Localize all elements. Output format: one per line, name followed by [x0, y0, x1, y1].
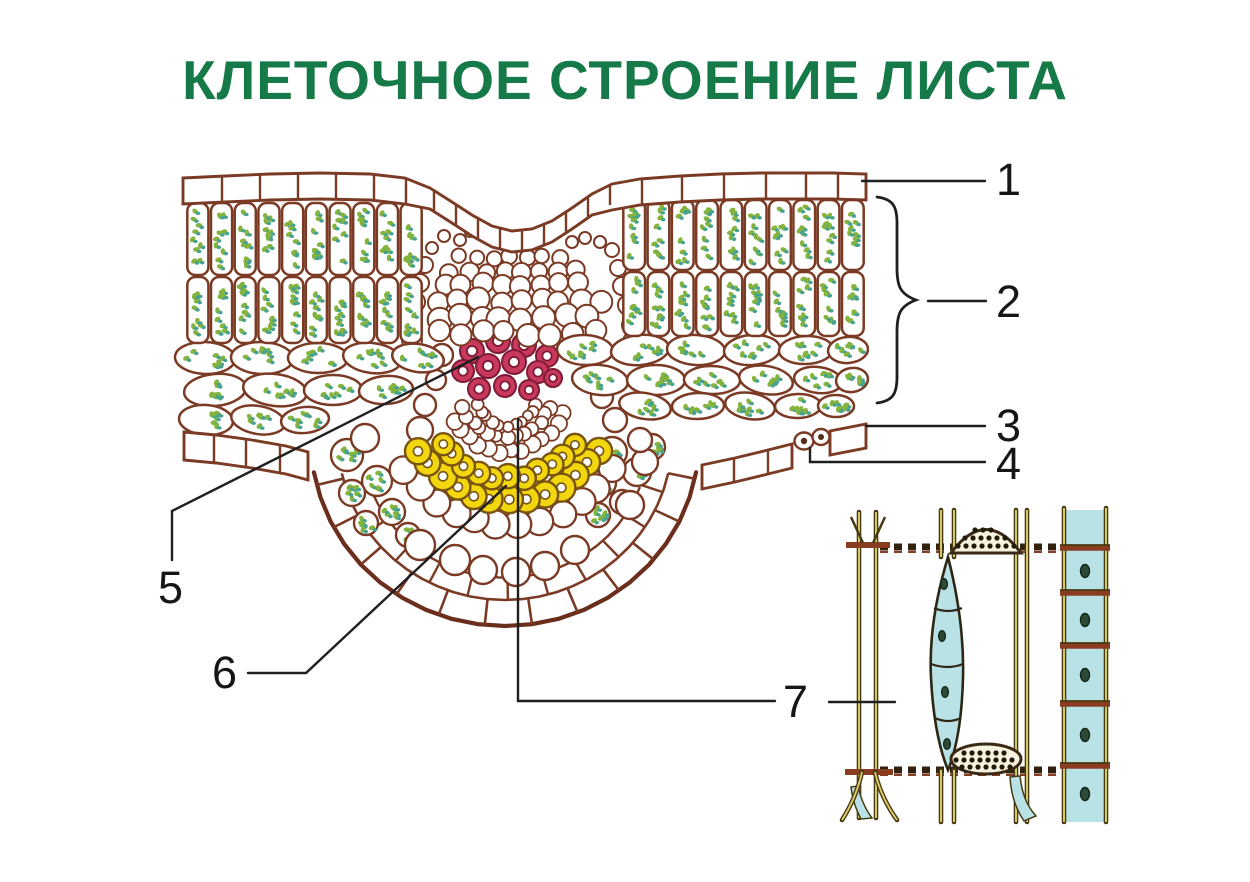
generated-illustration [173, 171, 1110, 825]
leader-line-4 [808, 446, 987, 464]
leader-line-5 [170, 355, 480, 562]
callout-layer: 1 2 3 4 5 6 7 [158, 154, 1021, 727]
layer-pal [186, 198, 865, 345]
vein-longitudinal-view [839, 505, 1110, 825]
callout-3-label: 3 [996, 400, 1021, 451]
bracket-2 [875, 195, 920, 405]
callout-2-label: 2 [996, 276, 1021, 327]
layer-epi [181, 171, 868, 491]
page-title: КЛЕТОЧНОЕ СТРОЕНИЕ ЛИСТА [182, 49, 1068, 111]
layer-spo [173, 333, 870, 437]
callout-5-label: 5 [158, 562, 183, 613]
layer-bulge [311, 339, 699, 629]
callout-7-label: 7 [783, 676, 808, 727]
leader-line-6 [246, 484, 508, 675]
leader-line-7 [516, 417, 777, 703]
callout-1-label: 1 [996, 154, 1021, 205]
layer-core [388, 328, 627, 540]
callout-6-label: 6 [212, 647, 237, 698]
callout-4-label: 4 [996, 438, 1021, 489]
sieve-plate-top [948, 528, 1024, 555]
